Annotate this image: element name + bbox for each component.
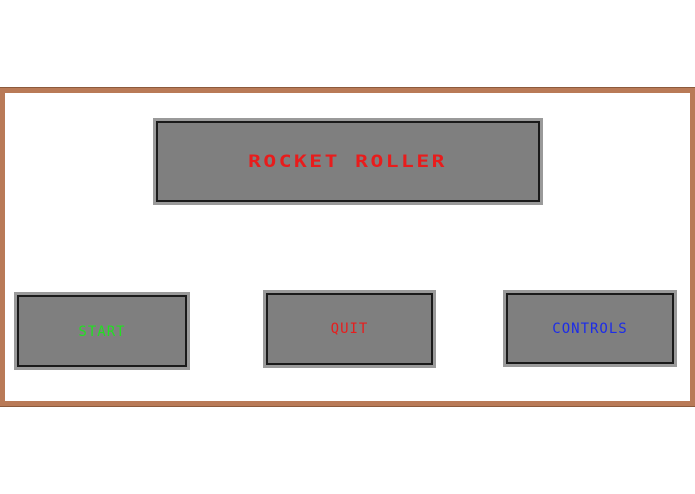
start-button[interactable]: START <box>14 292 190 370</box>
controls-button[interactable]: CONTROLS <box>503 290 677 367</box>
start-button-label: START <box>78 324 126 340</box>
title-banner: ROCKET ROLLER <box>153 118 543 205</box>
game-title: ROCKET ROLLER <box>248 151 448 172</box>
quit-button-label: QUIT <box>330 321 369 337</box>
quit-button[interactable]: QUIT <box>263 290 436 368</box>
controls-button-label: CONTROLS <box>552 320 628 337</box>
